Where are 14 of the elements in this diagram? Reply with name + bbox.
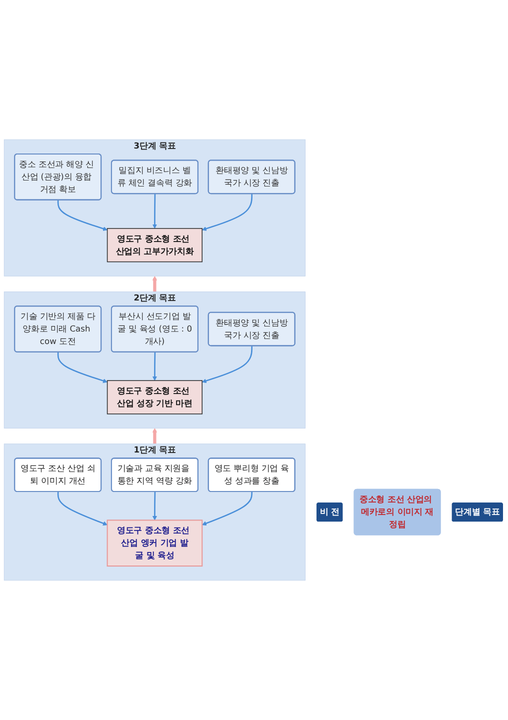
arrow (202, 194, 253, 231)
node-box: 영도구 중소형 조선 산업의 고부가가치화 (106, 228, 203, 262)
node-box: 영도구 중소형 조선 산업 엥커 기업 발굴 및 육성 (106, 520, 203, 567)
arrow (152, 276, 157, 292)
arrow (202, 346, 253, 383)
arrow (152, 194, 157, 229)
arrow (57, 492, 108, 526)
node-box: 영도구 중소형 조선 산업 성장 기반 마련 (106, 380, 203, 414)
arrow (57, 352, 108, 383)
arrow (152, 428, 157, 444)
arrow (152, 352, 157, 381)
arrow (57, 200, 108, 231)
arrow (202, 492, 253, 526)
arrow (152, 492, 157, 520)
